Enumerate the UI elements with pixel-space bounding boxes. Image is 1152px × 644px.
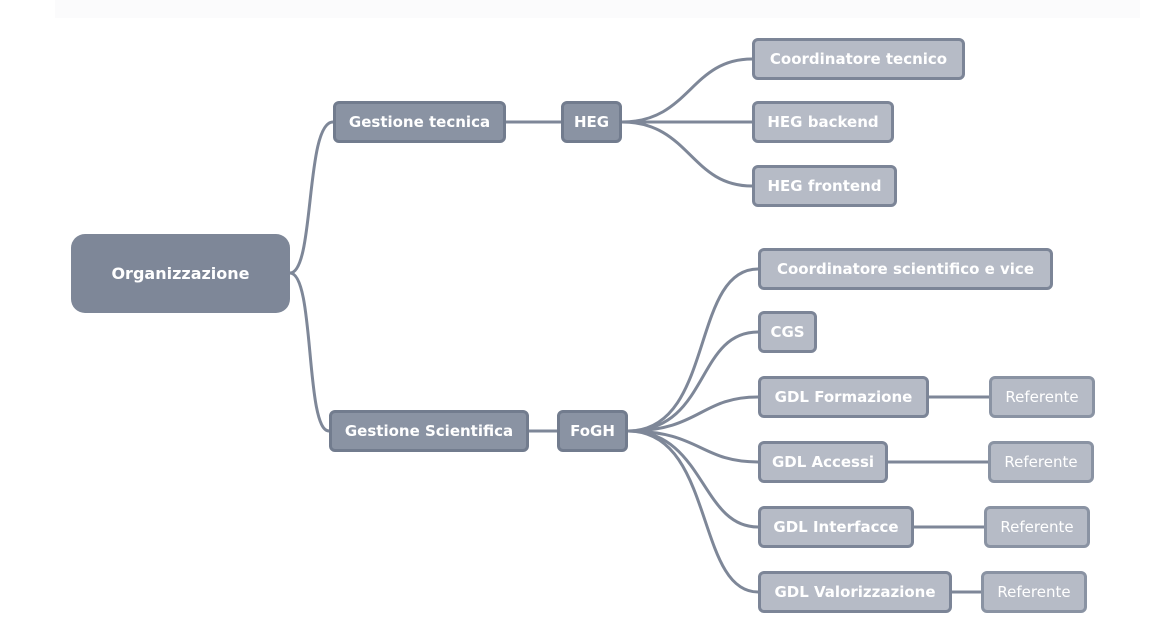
node-referente-accessi[interactable]: Referente (988, 441, 1094, 483)
node-coordinatore-tecnico[interactable]: Coordinatore tecnico (752, 38, 965, 80)
link-root-scientifica (288, 271, 331, 433)
node-label: Organizzazione (111, 264, 250, 283)
node-label: Referente (1000, 518, 1074, 536)
node-heg-frontend[interactable]: HEG frontend (752, 165, 897, 207)
node-heg[interactable]: HEG (561, 101, 622, 143)
node-label: GDL Valorizzazione (774, 583, 936, 601)
link-fogh-coord (626, 267, 760, 433)
node-label: GDL Interfacce (773, 518, 899, 536)
node-referente-formazione[interactable]: Referente (989, 376, 1095, 418)
node-gestione-scientifica[interactable]: Gestione Scientifica (329, 410, 529, 452)
node-heg-backend[interactable]: HEG backend (752, 101, 894, 143)
node-label: Gestione Scientifica (344, 422, 514, 440)
link-heg-coord (620, 57, 754, 124)
node-gestione-tecnica[interactable]: Gestione tecnica (333, 101, 506, 143)
node-gdl-interfacce[interactable]: GDL Interfacce (758, 506, 914, 548)
node-label: GDL Accessi (771, 453, 875, 471)
node-label: HEG frontend (767, 177, 882, 195)
link-fogh-valorizzazione (626, 429, 760, 594)
node-label: Referente (1004, 453, 1078, 471)
node-label: FoGH (570, 422, 615, 440)
node-gdl-formazione[interactable]: GDL Formazione (758, 376, 929, 418)
top-bar (55, 0, 1140, 18)
link-heg-frontend (620, 120, 754, 188)
link-fogh-cgs (626, 330, 760, 433)
link-fogh-accessi (626, 429, 760, 464)
node-label: Coordinatore scientifico e vice (776, 260, 1034, 278)
node-label: Coordinatore tecnico (769, 50, 948, 68)
node-label: Referente (1005, 388, 1079, 406)
node-referente-valorizzazione[interactable]: Referente (981, 571, 1087, 613)
node-label: HEG backend (767, 113, 879, 131)
node-label: GDL Formazione (774, 388, 913, 406)
node-label: Gestione tecnica (348, 113, 491, 131)
node-coordinatore-scientifico[interactable]: Coordinatore scientifico e vice (758, 248, 1053, 290)
link-root-tecnica (288, 120, 335, 275)
node-gdl-valorizzazione[interactable]: GDL Valorizzazione (758, 571, 952, 613)
node-organizzazione[interactable]: Organizzazione (71, 234, 290, 313)
node-referente-interfacce[interactable]: Referente (984, 506, 1090, 548)
link-fogh-formazione (626, 395, 760, 433)
node-fogh[interactable]: FoGH (557, 410, 628, 452)
node-gdl-accessi[interactable]: GDL Accessi (758, 441, 888, 483)
node-cgs[interactable]: CGS (758, 311, 817, 353)
node-label: CGS (770, 323, 805, 341)
node-label: Referente (997, 583, 1071, 601)
node-label: HEG (573, 113, 610, 131)
